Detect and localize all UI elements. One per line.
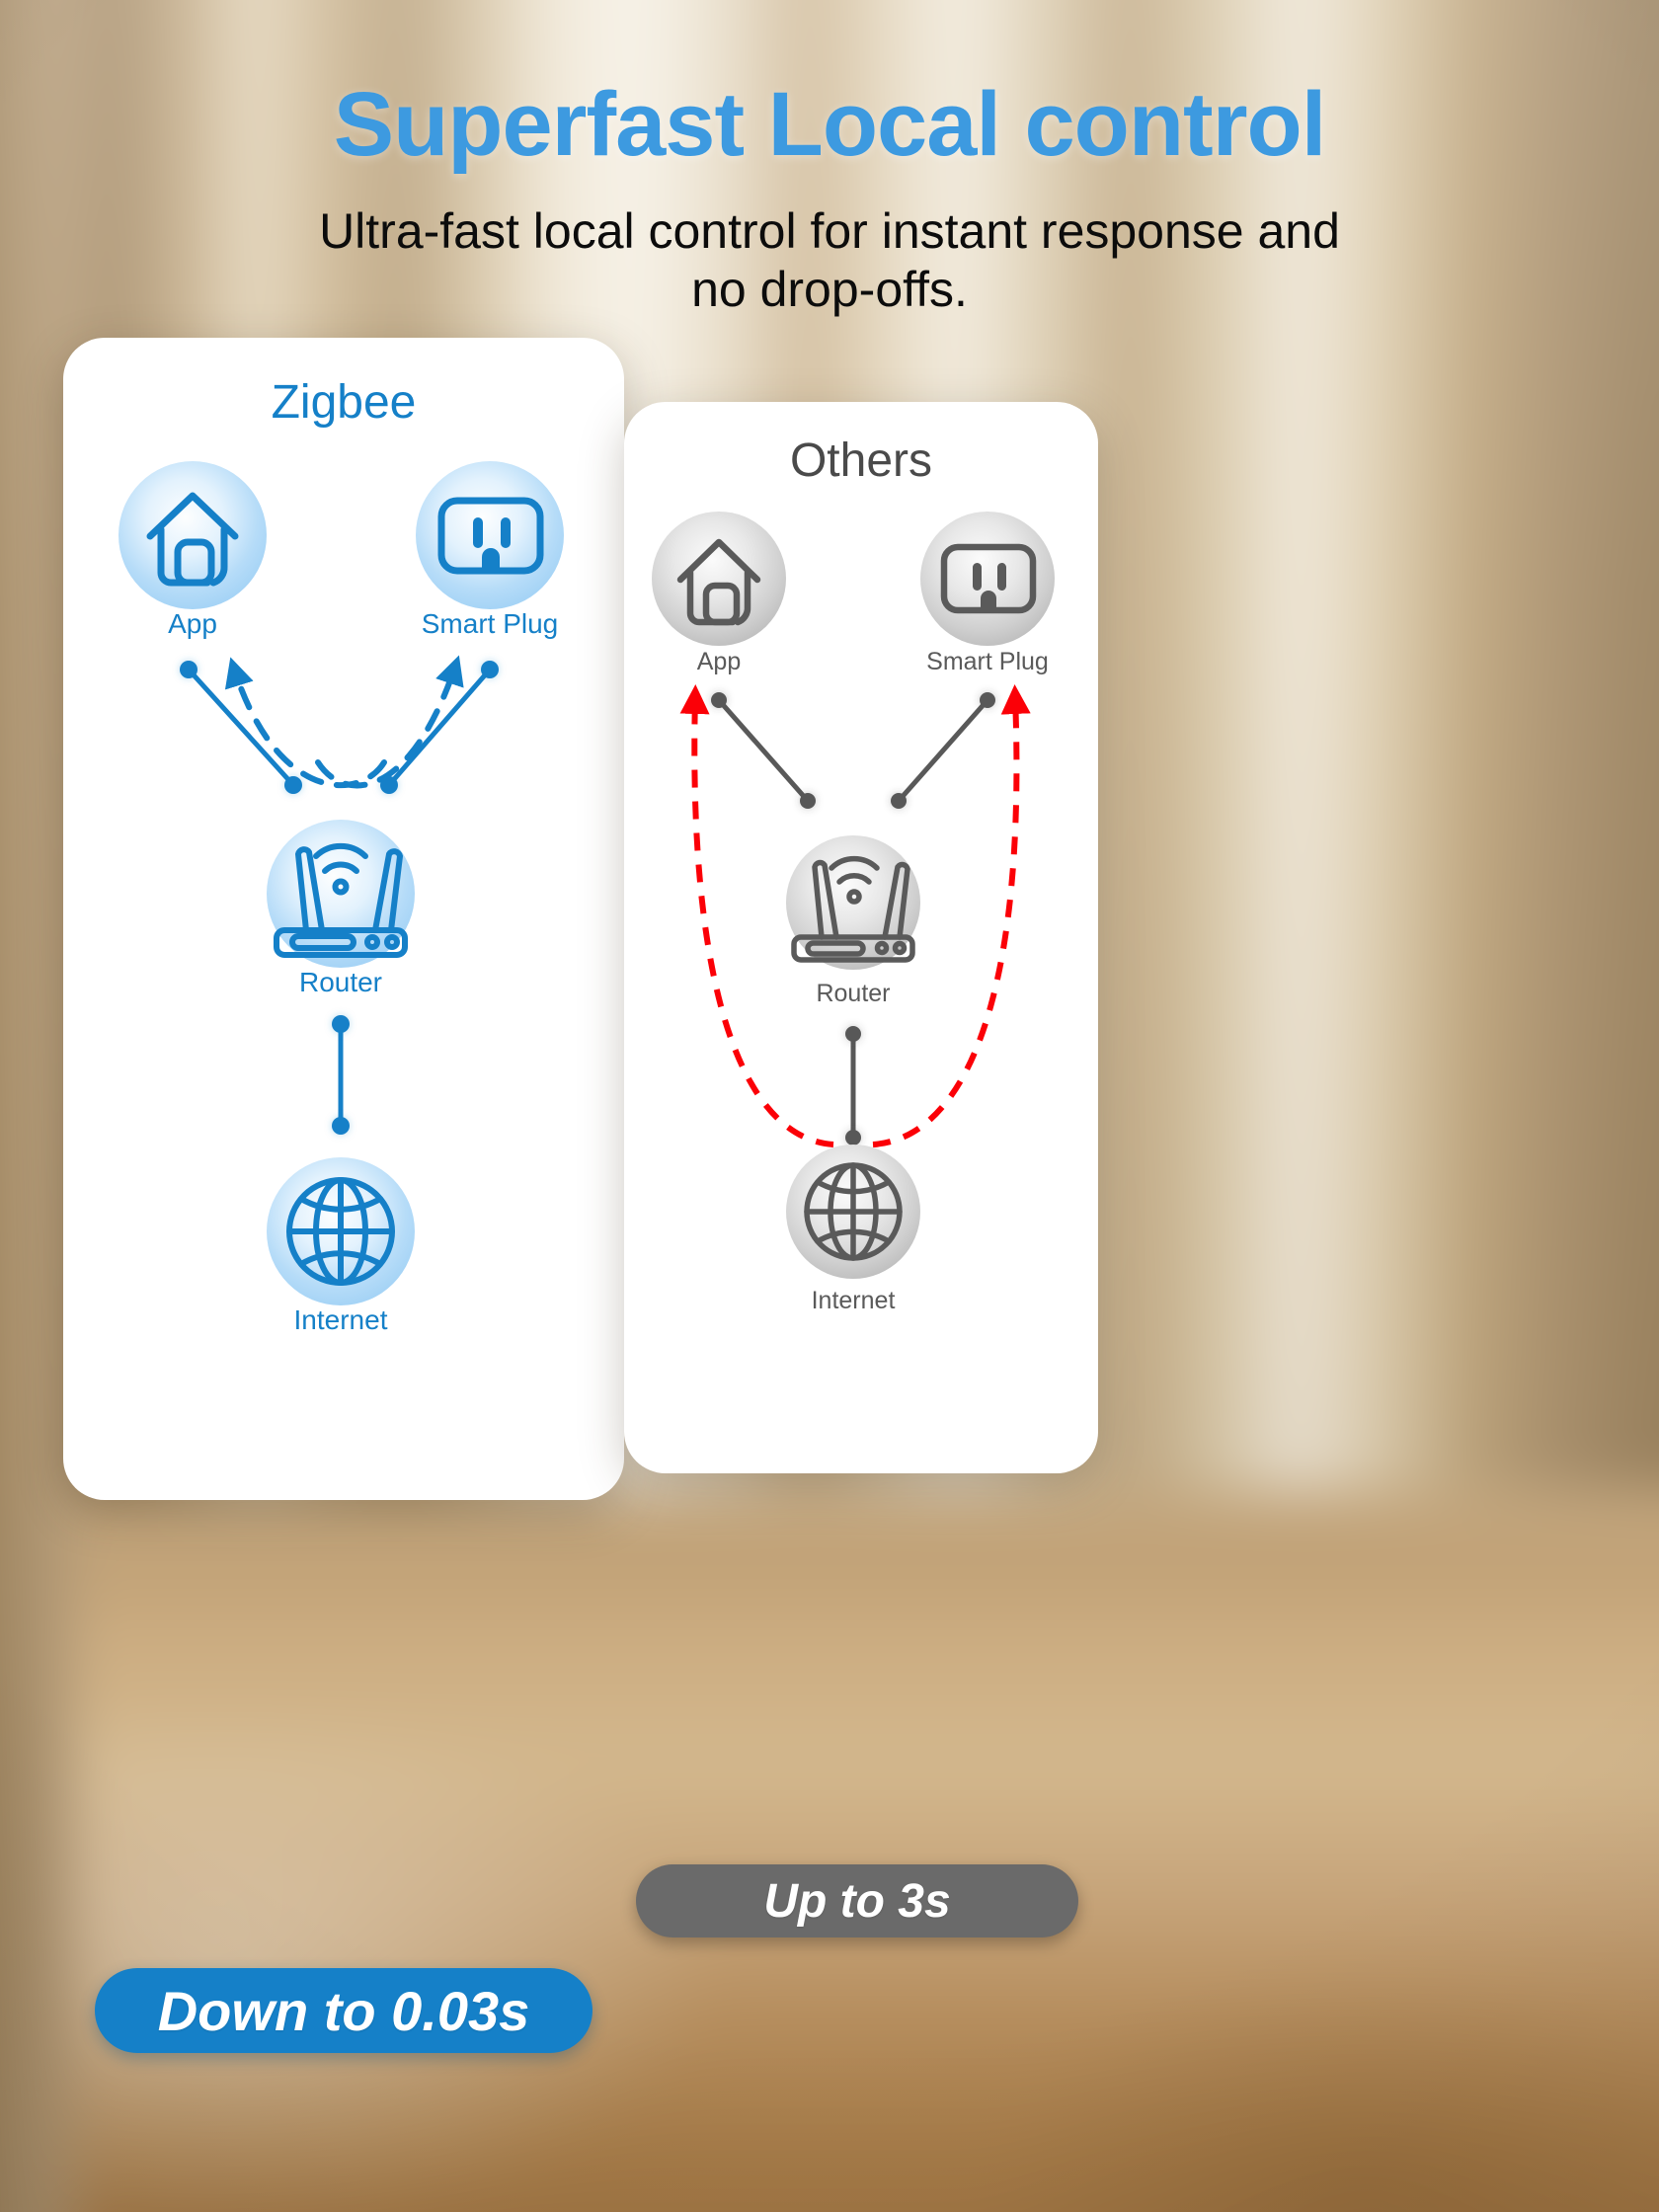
card-zigbee: Zigbee (63, 338, 624, 1500)
endpoint-dot (800, 793, 816, 809)
endpoint-dot (180, 661, 198, 678)
node-label-router: Router (816, 980, 890, 1007)
home-icon (676, 538, 761, 626)
node-smartplug-others[interactable]: Smart Plug (920, 512, 1055, 675)
node-label-router: Router (299, 967, 382, 997)
card-zigbee-heading: Zigbee (271, 376, 417, 429)
endpoint-dot (481, 661, 499, 678)
badge-others-latency[interactable]: Up to 3s (636, 1864, 1078, 1937)
connection-router-app-dashed (224, 657, 387, 789)
page-subtitle-line-2: no drop-offs. (691, 261, 968, 317)
globe-icon (804, 1162, 903, 1261)
others-connections (679, 684, 1031, 1147)
connection-internet-app-dashed (679, 684, 834, 1147)
endpoint-dot (845, 1026, 861, 1042)
background-floor-highlight (0, 1489, 1659, 2212)
wifi-router-icon (274, 842, 408, 958)
endpoint-dot (891, 793, 907, 809)
zigbee-connections (180, 655, 499, 1135)
node-internet-zigbee[interactable]: Internet (267, 1157, 415, 1335)
node-app-zigbee[interactable]: App (118, 461, 267, 639)
connection-router-smartplug-dashed (315, 655, 464, 789)
others-diagram: App Smart Plug (652, 512, 1055, 1314)
page-subtitle-line-1: Ultra-fast local control for instant res… (319, 202, 1340, 259)
header: Superfast Local control Ultra-fast local… (0, 0, 1659, 319)
node-label-app: App (168, 608, 217, 639)
zigbee-diagram: App Smart Plug (118, 461, 564, 1335)
node-label-internet: Internet (812, 1287, 896, 1314)
connection-smartplug-router (896, 697, 990, 804)
node-smartplug-zigbee[interactable]: Smart Plug (416, 461, 564, 639)
node-label-internet: Internet (294, 1304, 388, 1335)
endpoint-dot (284, 776, 302, 794)
home-icon (146, 492, 239, 587)
power-outlet-icon (940, 543, 1037, 614)
node-app-others[interactable]: App (652, 512, 786, 675)
connection-internet-smartplug-dashed (872, 684, 1031, 1147)
connection-app-router (186, 667, 296, 788)
node-internet-others[interactable]: Internet (786, 1145, 920, 1314)
home-icon-circle (118, 461, 267, 609)
endpoint-dot (711, 692, 727, 708)
node-router-zigbee[interactable]: Router (267, 820, 415, 997)
page-title: Superfast Local control (333, 74, 1327, 175)
wifi-router-icon (791, 855, 915, 963)
connection-smartplug-router (386, 667, 493, 788)
endpoint-dot (332, 1117, 350, 1135)
power-outlet-icon (437, 497, 544, 575)
badge-zigbee-latency[interactable]: Down to 0.03s (95, 1968, 592, 2053)
endpoint-dot (332, 1015, 350, 1033)
node-label-smartplug: Smart Plug (422, 608, 559, 639)
endpoint-dot (980, 692, 995, 708)
background-left-pillar (0, 0, 73, 2212)
node-router-others[interactable]: Router (786, 835, 920, 1007)
node-label-app: App (697, 648, 741, 675)
home-icon-circle (652, 512, 786, 646)
card-others-heading: Others (789, 434, 933, 487)
globe-icon (286, 1177, 395, 1286)
card-others: Others (624, 402, 1098, 1473)
node-label-smartplug: Smart Plug (926, 648, 1049, 675)
endpoint-dot (380, 776, 398, 794)
page-subtitle: Ultra-fast local control for instant res… (128, 202, 1531, 319)
connection-app-router (716, 697, 811, 804)
endpoint-dot (845, 1130, 861, 1146)
